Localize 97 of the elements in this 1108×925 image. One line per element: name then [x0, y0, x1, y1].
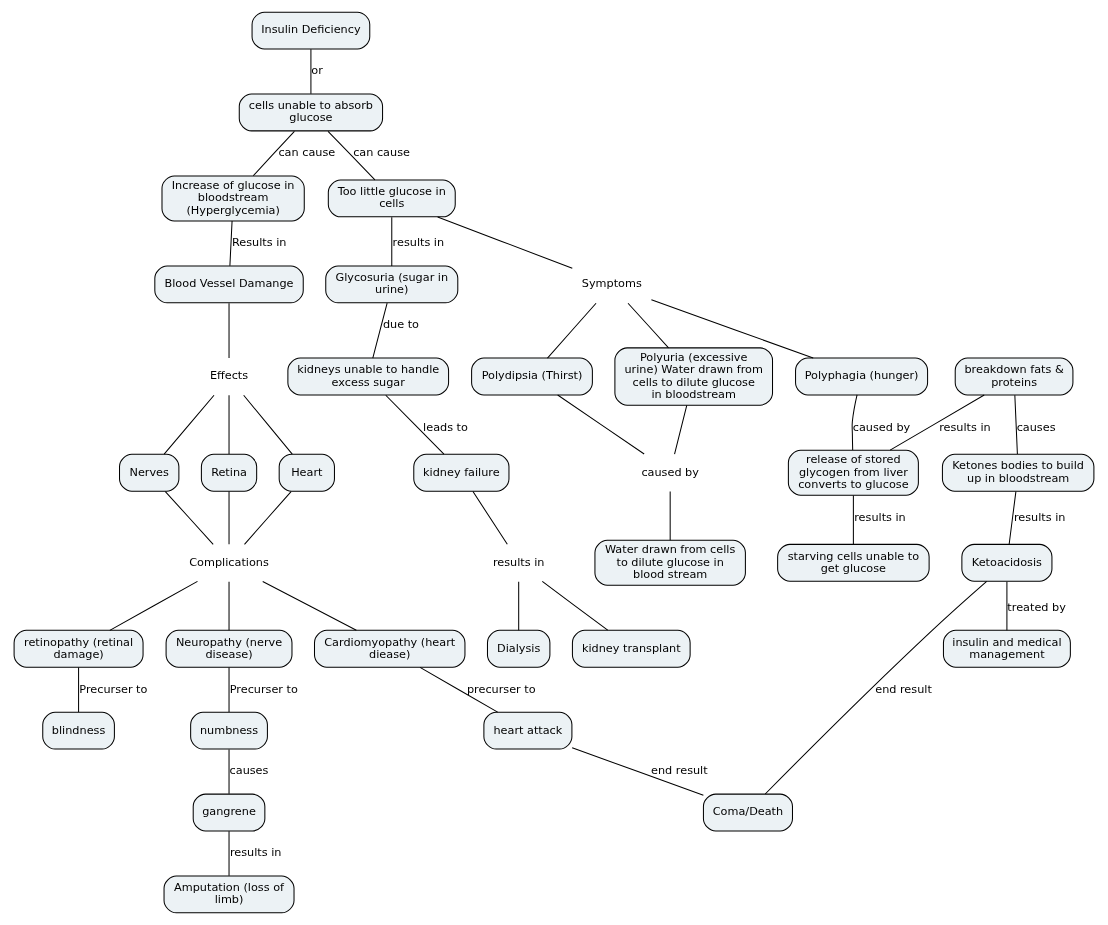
node-box: Polyphagia (hunger): [795, 357, 929, 396]
node-text: Complications: [189, 555, 269, 569]
node-box: Blood Vessel Damange: [154, 265, 304, 304]
node-box: Amputation (loss of limb): [163, 875, 295, 914]
connector: [1006, 581, 1008, 631]
connector: [327, 130, 376, 181]
edge-label: results in: [1013, 510, 1066, 524]
connector: [78, 667, 80, 713]
node-box: Ketoacidosis: [961, 543, 1053, 582]
edge-label: end result: [875, 682, 932, 696]
edge-label: due to: [382, 318, 420, 332]
edge-label: causes: [229, 764, 269, 778]
edge-label: Precurser to: [79, 682, 148, 696]
edge-label: leads to: [423, 420, 468, 434]
connector: [243, 394, 293, 455]
connector: [228, 491, 230, 545]
connector: [310, 48, 312, 95]
node-text: Effects: [209, 369, 249, 383]
node-box: Insulin Deficiency: [251, 11, 371, 50]
node-text: caused by: [641, 465, 699, 479]
edge-label: results in: [229, 846, 282, 860]
node-box: release of stored glycogen from liver converts to glucose: [787, 449, 919, 496]
connector: [229, 220, 233, 267]
connector: [541, 580, 609, 631]
edge-label: Results in: [231, 236, 287, 250]
edge-label: can cause: [278, 146, 336, 160]
connector: [372, 302, 388, 359]
connector: [472, 491, 508, 545]
edge-label: precurser to: [466, 682, 536, 696]
edge-label: results in: [854, 510, 906, 524]
node-box: insulin and medical management: [942, 629, 1071, 668]
connector: [669, 491, 671, 541]
connector: [627, 302, 670, 349]
node-box: Heart: [278, 453, 335, 492]
node-box: Neuropathy (nerve disease): [165, 629, 293, 668]
connector: [419, 666, 499, 713]
node-box: Retina: [200, 453, 258, 492]
connector: [228, 394, 230, 455]
node-box: kidneys unable to handle excess sugar: [287, 357, 450, 396]
node-box: Increase of glucose in bloodstream (Hyperglycemia): [161, 175, 305, 222]
connector: [518, 581, 520, 631]
node-box: kidney failure: [413, 453, 510, 492]
connector: [851, 394, 858, 451]
connector: [164, 491, 214, 545]
edge-label: causes: [1016, 420, 1056, 434]
node-box: Coma/Death: [702, 793, 793, 832]
connector: [228, 302, 230, 359]
connector: [852, 495, 854, 545]
node-box: gangrene: [192, 793, 266, 832]
connector: [437, 216, 573, 269]
connector: [391, 216, 393, 267]
connector: [244, 491, 292, 545]
node-box: Water drawn from cells to dilute glucose in blood stream: [594, 539, 746, 586]
connector: [674, 404, 688, 455]
node-box: Ketones bodies to build up in bloodstream: [941, 453, 1095, 492]
edge-label: end result: [651, 764, 708, 778]
edge-label: results in: [392, 236, 445, 250]
node-box: Glycosuria (sugar in urine): [325, 265, 459, 304]
node-box: Nerves: [119, 453, 180, 492]
node-box: retinopathy (retinal damage): [13, 629, 144, 668]
connector: [228, 581, 230, 631]
node-box: kidney transplant: [571, 629, 691, 668]
connector: [228, 667, 230, 713]
edge-label: or: [311, 64, 323, 78]
node-text: results in: [492, 555, 545, 569]
connector: [262, 580, 357, 631]
edge-label: can cause: [353, 146, 410, 160]
node-box: Cardiomyopathy (heart diease): [314, 629, 466, 668]
connector: [557, 394, 645, 455]
connector: [385, 394, 445, 455]
connector: [228, 748, 230, 795]
node-box: numbness: [190, 711, 268, 750]
edge-label: results in: [939, 420, 991, 434]
connector: [764, 580, 988, 795]
connector: [228, 830, 230, 877]
edge-label: treated by: [1007, 600, 1066, 614]
connector: [1008, 491, 1017, 545]
connector: [889, 394, 985, 451]
connector: [571, 747, 704, 796]
node-box: breakdown fats & proteins: [954, 357, 1074, 396]
node-box: cells unable to absorb glucose: [238, 93, 384, 132]
node-box: Polyuria (excessive urine) Water drawn from cells to dilute glucose in bloodstream: [614, 347, 774, 406]
node-box: starving cells unable to get glucose: [777, 543, 930, 582]
node-box: blindness: [42, 711, 115, 750]
connector: [109, 580, 198, 631]
node-box: Too little glucose in cells: [327, 179, 456, 218]
connector: [252, 130, 295, 177]
node-box: Polydipsia (Thirst): [471, 357, 593, 396]
edge-label: caused by: [852, 420, 911, 434]
connector: [546, 302, 597, 359]
node-box: heart attack: [483, 711, 573, 750]
connector: [163, 394, 215, 455]
connector: [650, 299, 814, 359]
connector: [1014, 394, 1018, 455]
edge-label: Precurser to: [229, 682, 298, 696]
node-box: Dialysis: [486, 629, 551, 668]
node-text: Symptoms: [581, 277, 642, 291]
